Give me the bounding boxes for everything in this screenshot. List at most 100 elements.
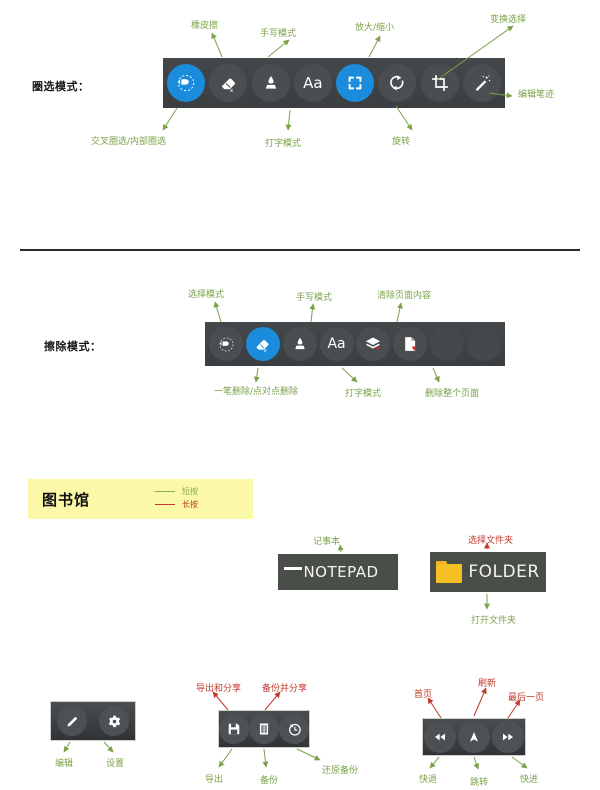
pencil-icon: [65, 714, 80, 729]
select-mode-label: 圈选模式：: [32, 80, 90, 93]
lasso-icon: [176, 73, 196, 93]
ann-settings: 设置: [106, 759, 125, 769]
ann-pen-mode: 手写模式: [296, 293, 333, 303]
ann-export: 导出: [205, 775, 224, 785]
delete-page-button[interactable]: [393, 327, 428, 361]
eraser-icon: x: [253, 335, 272, 354]
zoom-button[interactable]: [336, 64, 375, 102]
magic-wand-icon: [472, 73, 492, 93]
notepad-label: NOTEPAD: [303, 563, 379, 581]
rewind-button[interactable]: [424, 721, 456, 753]
eraser-button[interactable]: x: [209, 64, 248, 102]
rotate-icon: [387, 73, 407, 93]
clear-layers-icon: [364, 335, 382, 353]
ann-notepad: 记事本: [313, 537, 341, 547]
history-icon: [287, 722, 302, 737]
pen-icon: [261, 73, 281, 93]
select-mode-toolbar: x Aa: [163, 58, 505, 108]
erase-mode-toolbar: x Aa: [205, 322, 505, 366]
delete-page-icon: [401, 335, 419, 353]
pen-button-erase[interactable]: [282, 327, 317, 361]
fast-forward-icon: [501, 730, 515, 744]
ann-edit-strokes: 编辑笔迹: [518, 90, 555, 100]
ann-restore-backup: 还原备份: [322, 766, 359, 776]
rotate-button[interactable]: [378, 64, 417, 102]
forward-button[interactable]: [492, 721, 524, 753]
lasso-select-button[interactable]: [167, 64, 205, 102]
eraser-icon: x: [218, 73, 239, 94]
ann-refresh: 刷新: [478, 679, 497, 689]
rewind-icon: [433, 730, 447, 744]
gear-icon: [107, 714, 122, 729]
library-highlight-box: [28, 479, 253, 519]
ann-delete-whole-page: 删除整个页面: [425, 389, 480, 399]
jump-button[interactable]: [458, 721, 490, 753]
eraser-button-erase[interactable]: x: [245, 327, 280, 361]
ann-select-mode: 选择模式: [188, 290, 225, 300]
navigation-toolbar: [422, 718, 526, 756]
ann-pen: 手写模式: [260, 29, 297, 39]
select-button-erase[interactable]: [209, 327, 243, 361]
ann-text-mode: 打字模式: [265, 139, 302, 149]
library-title: 图书馆: [42, 491, 91, 509]
folder-icon: [436, 561, 462, 583]
ann-last-page: 最后一页: [508, 693, 545, 703]
legend-line-green: [155, 491, 175, 492]
edit-button[interactable]: [57, 706, 87, 736]
restore-button[interactable]: [279, 714, 309, 744]
legend-short-label: 短按: [182, 487, 198, 496]
notepad-tile[interactable]: NOTEPAD: [278, 554, 398, 590]
legend-line-red: [155, 504, 175, 505]
resize-arrows-icon: [346, 74, 364, 92]
aa-text-icon: Aa: [327, 336, 346, 352]
text-mode-button-erase[interactable]: Aa: [319, 327, 354, 361]
svg-text:x: x: [230, 87, 234, 93]
legend-long-press: 长按: [155, 498, 198, 511]
ann-jump: 跳转: [470, 778, 489, 788]
text-mode-button[interactable]: Aa: [293, 64, 332, 102]
folder-label: FOLDER: [468, 562, 540, 582]
ann-home-page: 首页: [414, 690, 433, 700]
ann-rotate: 旋转: [392, 137, 411, 147]
erase-mode-label: 擦除模式：: [44, 340, 102, 353]
aa-text-icon: Aa: [303, 73, 323, 92]
ann-zoom: 放大/缩小: [355, 23, 395, 33]
crop-icon: [430, 73, 450, 93]
ann-lasso: 交叉圈选/内部圈选: [91, 137, 167, 147]
ann-rewind: 快退: [419, 775, 438, 785]
legend-short-press: 短按: [155, 485, 198, 498]
backup-toolbar: [218, 710, 310, 748]
ann-backup-share: 备份并分享: [262, 684, 308, 694]
ann-text-mode-erase: 打字模式: [345, 389, 382, 399]
ann-stroke-delete: 一笔删除/点对点删除: [214, 387, 299, 397]
ann-export-share: 导出和分享: [196, 684, 242, 694]
backup-button[interactable]: [249, 714, 279, 744]
pen-icon: [291, 335, 309, 353]
clear-page-button[interactable]: [356, 327, 391, 361]
ann-backup: 备份: [260, 776, 279, 786]
export-button[interactable]: [219, 714, 249, 744]
ann-open-folder: 打开文件夹: [471, 616, 517, 626]
save-icon: [227, 722, 241, 736]
pen-button[interactable]: [251, 64, 290, 102]
empty-slot-2[interactable]: [466, 327, 501, 361]
folder-tile[interactable]: FOLDER: [430, 552, 546, 592]
ann-edit: 编辑: [55, 759, 74, 769]
edit-toolbar: [50, 701, 136, 741]
ann-eraser: 橡皮擦: [191, 21, 219, 31]
backup-icon: [257, 722, 271, 736]
svg-text:x: x: [264, 348, 267, 354]
lasso-icon: [218, 336, 235, 353]
section-divider: [20, 249, 580, 251]
ann-select-folder: 选择文件夹: [468, 536, 514, 546]
magic-wand-button[interactable]: [462, 64, 501, 102]
empty-slot-1[interactable]: [430, 327, 465, 361]
play-up-icon: [467, 730, 481, 744]
ann-transform: 变换选择: [490, 15, 527, 25]
ann-clear-page: 清除页面内容: [377, 291, 432, 301]
crop-button[interactable]: [420, 64, 459, 102]
settings-button[interactable]: [99, 706, 129, 736]
ann-forward: 快进: [520, 775, 539, 785]
